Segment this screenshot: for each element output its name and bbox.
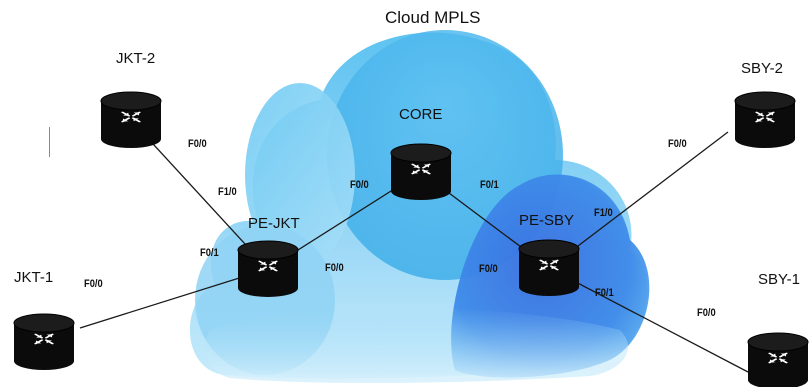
router-label-jkt2: JKT-2 bbox=[116, 50, 156, 67]
link-jkt1-pejkt bbox=[79, 268, 269, 329]
routers bbox=[13, 91, 809, 387]
port-core-f01: F0/1 bbox=[480, 179, 499, 191]
cloud-mpls bbox=[189, 30, 650, 384]
divider-tick bbox=[49, 127, 50, 157]
router-label-pesby: PE-SBY bbox=[519, 212, 575, 229]
port-pesby-f00: F0/0 bbox=[479, 263, 498, 275]
port-jkt2-f00: F0/0 bbox=[188, 138, 207, 150]
router-icon-sby2[interactable] bbox=[734, 91, 796, 148]
router-label-pejkt: PE-JKT bbox=[248, 215, 300, 232]
port-pejkt-f01: F0/1 bbox=[200, 247, 219, 259]
port-pejkt-f10: F1/0 bbox=[218, 186, 237, 198]
port-sby2-f00: F0/0 bbox=[668, 138, 687, 150]
port-core-f00: F0/0 bbox=[350, 179, 369, 191]
router-label-core: CORE bbox=[399, 106, 443, 123]
port-pesby-f10: F1/0 bbox=[594, 207, 613, 219]
port-pejkt-f00: F0/0 bbox=[325, 262, 344, 274]
router-icon-sby1[interactable] bbox=[747, 332, 809, 387]
router-label-sby1: SBY-1 bbox=[758, 271, 800, 288]
port-jkt1-f00: F0/0 bbox=[84, 278, 103, 290]
router-icon-pesby[interactable] bbox=[518, 239, 580, 296]
port-pesby-f01: F0/1 bbox=[595, 287, 614, 299]
router-label-sby2: SBY-2 bbox=[741, 60, 783, 77]
router-icon-jkt1[interactable] bbox=[13, 313, 75, 370]
cloud-left-lobe bbox=[245, 83, 355, 267]
router-label-jkt1: JKT-1 bbox=[14, 269, 54, 286]
router-icon-jkt2[interactable] bbox=[100, 91, 162, 148]
link-pesby-sby2 bbox=[548, 131, 729, 269]
cloud-title: Cloud MPLS bbox=[385, 8, 481, 27]
cloud-bottom-highlight bbox=[205, 307, 629, 384]
router-icon-core[interactable] bbox=[390, 143, 452, 200]
link-pesby-sby1 bbox=[548, 267, 749, 373]
router-icon-pejkt[interactable] bbox=[237, 240, 299, 297]
port-sby1-f00: F0/0 bbox=[697, 307, 716, 319]
